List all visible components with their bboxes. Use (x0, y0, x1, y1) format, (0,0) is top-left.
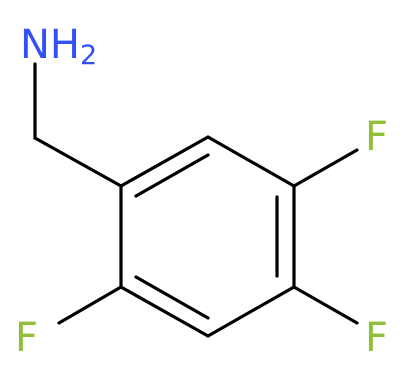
bond-ring-c4-c5 (206, 285, 296, 338)
bond-ch2-ring (33, 136, 123, 188)
amine-label: NH2 (20, 22, 97, 71)
fluorine-label-top-right: F (365, 114, 388, 160)
bond-ring-c2-c3 (206, 135, 296, 188)
bond-ring-c1-c2 (119, 135, 210, 188)
bond-c6-f (57, 285, 123, 325)
bond-ring-inner-c5-c6 (134, 275, 210, 320)
fluorine-label-bottom-left: F (15, 315, 38, 361)
fluorine-label-bottom-right: F (365, 315, 388, 361)
bond-ring-c5-c6 (119, 285, 210, 338)
bond-ring-inner-c1-c2 (134, 153, 210, 198)
bond-c4-f (292, 285, 359, 325)
bond-c3-f (292, 148, 359, 188)
